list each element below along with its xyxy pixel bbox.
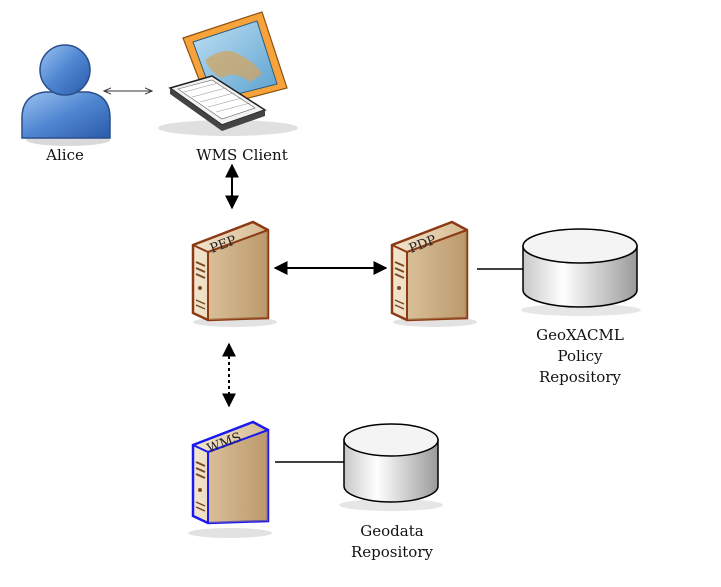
wms-client-label: WMS Client [196, 146, 287, 164]
policy-database-icon [521, 228, 641, 316]
pep-server-icon [191, 220, 277, 327]
alice-label: Alice [45, 146, 84, 164]
pdp-server-icon [390, 220, 477, 327]
policy-repo-label-line3: Repository [539, 368, 622, 386]
geodata-repo-label-line1: Geodata [360, 522, 423, 540]
alice-person-icon [21, 44, 111, 146]
wms-server-icon [188, 420, 272, 538]
laptop-icon [158, 11, 298, 136]
geodata-repo-label-line2: Repository [351, 543, 434, 561]
policy-repo-label-line1: GeoXACML [536, 326, 624, 344]
geodata-database-icon [339, 423, 443, 511]
policy-repo-label-line2: Policy [558, 347, 604, 365]
